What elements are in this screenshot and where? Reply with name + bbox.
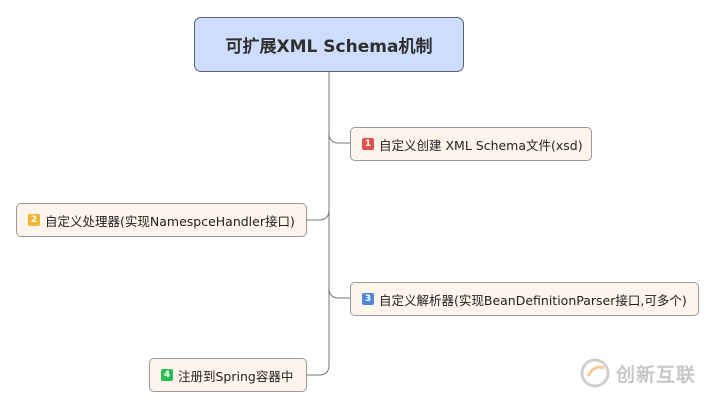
priority-3-badge: 3: [362, 293, 374, 305]
connector-node-2: [307, 209, 330, 221]
connector-node-3: [328, 287, 350, 299]
priority-2-badge: 2: [28, 214, 40, 226]
topic-label: 自定义处理器(实现NamespceHandler接口): [45, 213, 295, 229]
topic-label: 自定义创建 XML Schema文件(xsd): [379, 137, 583, 153]
priority-1-badge: 1: [362, 138, 374, 150]
topic-register-spring[interactable]: 4 注册到Spring容器中: [149, 358, 307, 392]
connector-node-1: [328, 132, 350, 144]
logo-icon: [580, 358, 610, 388]
root-topic-label: 可扩展XML Schema机制: [225, 37, 433, 57]
root-topic[interactable]: 可扩展XML Schema机制: [194, 17, 464, 72]
topic-label: 注册到Spring容器中: [178, 368, 294, 384]
topic-definition-parser[interactable]: 3 自定义解析器(实现BeanDefinitionParser接口,可多个): [350, 282, 699, 316]
watermark: 创新互联: [580, 358, 696, 388]
topic-label: 自定义解析器(实现BeanDefinitionParser接口,可多个): [379, 292, 687, 308]
watermark-text: 创新互联: [616, 363, 697, 386]
connector-node-4: [307, 364, 330, 376]
topic-namespace-handler[interactable]: 2 自定义处理器(实现NamespceHandler接口): [16, 203, 307, 237]
priority-4-badge: 4: [161, 369, 173, 381]
topic-create-xsd[interactable]: 1 自定义创建 XML Schema文件(xsd): [350, 127, 592, 161]
